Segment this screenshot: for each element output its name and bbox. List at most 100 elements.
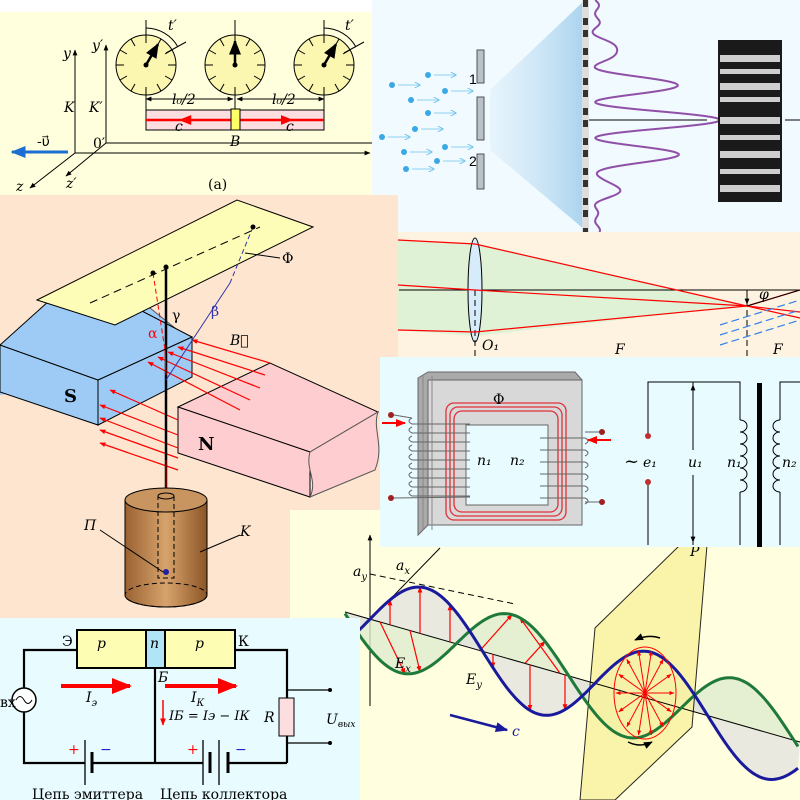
electron: [389, 82, 395, 88]
Ex-vector: [524, 640, 546, 664]
secondary-turn: [540, 497, 589, 505]
slit-barrier: [476, 96, 485, 141]
label-z: z: [15, 179, 24, 195]
electron: [408, 97, 414, 103]
primary-turn: [408, 435, 470, 443]
label-P: P: [689, 544, 700, 560]
slit-barrier: [476, 49, 485, 84]
slit-1-label: 1: [469, 71, 477, 87]
detector-screen: [582, 0, 589, 232]
secondary-turn: [540, 485, 589, 493]
z-prime-axis: [65, 142, 107, 177]
primary-turn: [408, 480, 470, 488]
label-F2: F: [772, 342, 784, 358]
field-line: [167, 351, 261, 389]
clock-hand: [144, 42, 160, 66]
collector-circuit-caption: Цепь коллектора: [160, 787, 287, 800]
field-vector: [644, 692, 664, 728]
field-vector: [644, 692, 653, 736]
intensity-curve: [591, 0, 722, 233]
lens-optics-diagram: O₁ φ F F: [397, 232, 800, 358]
clock: [293, 20, 365, 110]
minus-2: −: [235, 742, 247, 758]
label-Uout: Uвых: [326, 712, 355, 730]
field-vector: [637, 650, 646, 694]
label-y: y: [62, 46, 72, 62]
secondary-turn: [540, 449, 589, 457]
primary-turn: [408, 444, 470, 452]
label-phi: Φ: [493, 392, 504, 408]
primary-coil: [739, 419, 748, 493]
label-n-base: n: [150, 636, 159, 652]
label-t-right: t′: [345, 18, 355, 34]
label-phi: φ: [759, 287, 769, 303]
plus-2: +: [187, 742, 199, 758]
diffraction-fan: [490, 0, 585, 230]
label-phi: Φ: [282, 251, 293, 267]
field-vector: [626, 692, 646, 728]
field-vector: [618, 673, 646, 694]
clock-hand: [322, 42, 338, 66]
clock: [204, 20, 266, 110]
label-P: П: [83, 518, 97, 534]
field-vector: [644, 692, 672, 713]
label-t-left: t′: [168, 18, 178, 34]
light-source-B: [230, 108, 241, 131]
label-c-left: c: [175, 119, 183, 135]
p-region-collector: [164, 629, 236, 669]
label-emitter: Э: [62, 634, 73, 650]
electron: [425, 72, 431, 78]
secondary-turn: [540, 461, 589, 469]
label-half-left: l₀/2: [172, 92, 196, 108]
label-S: S: [64, 386, 77, 407]
field-line: [157, 356, 251, 401]
label-c: c: [512, 724, 520, 740]
label-Uin: вх: [0, 695, 16, 711]
label-velocity: -υ⃗: [37, 134, 50, 150]
label-Ik: IК: [190, 690, 205, 709]
field-line: [191, 339, 271, 364]
electron: [412, 126, 418, 132]
caption: (a): [208, 177, 227, 193]
Ey-wave: [344, 585, 799, 782]
slit-2-label: 2: [469, 153, 477, 169]
z-axis: [29, 152, 76, 189]
Ex-vector: [409, 630, 422, 673]
label-p-emitter: p: [97, 636, 106, 652]
electron: [442, 144, 448, 150]
primary-turn: [408, 426, 470, 434]
em-wave-diagram: c ay ax Ex Ey P: [290, 510, 800, 800]
electron: [379, 134, 385, 140]
resistor-R: [278, 697, 295, 737]
label-coil-n1: n₁: [727, 455, 742, 471]
label-Ie: Iэ: [85, 690, 98, 709]
label-R: R: [263, 710, 275, 726]
field-line: [147, 361, 241, 411]
label-O1: O₁: [482, 338, 499, 354]
secondary-turn: [540, 473, 589, 481]
label-gamma: γ: [172, 308, 180, 324]
Ex-wave: [343, 612, 800, 748]
plus-1: +: [68, 742, 80, 758]
electron-beam: [379, 72, 473, 172]
label-half-right: l₀/2: [272, 92, 296, 108]
label-p-collector: p: [195, 636, 204, 652]
Ex-vector: [479, 614, 513, 651]
label-origin: 0′: [93, 136, 105, 152]
label-F1: F: [614, 342, 626, 358]
secondary-coil: [772, 419, 781, 493]
label-ay: ay: [353, 564, 367, 583]
windings: [393, 414, 600, 505]
label-K: K: [239, 524, 252, 540]
label-n2: n₂: [510, 453, 525, 469]
label-B-field: B⃗: [229, 333, 249, 349]
primary-turn: [408, 462, 470, 470]
core-bar: [757, 383, 762, 547]
electron: [401, 149, 407, 155]
label-beta: β: [211, 304, 219, 320]
electron: [403, 166, 409, 172]
cylinder-K: [124, 499, 208, 608]
transistor-circuit: p n p Э К Б Iэ IК IБ = Iэ − IК R Uвых вх…: [0, 618, 360, 800]
mirror-plate: [35, 199, 315, 326]
